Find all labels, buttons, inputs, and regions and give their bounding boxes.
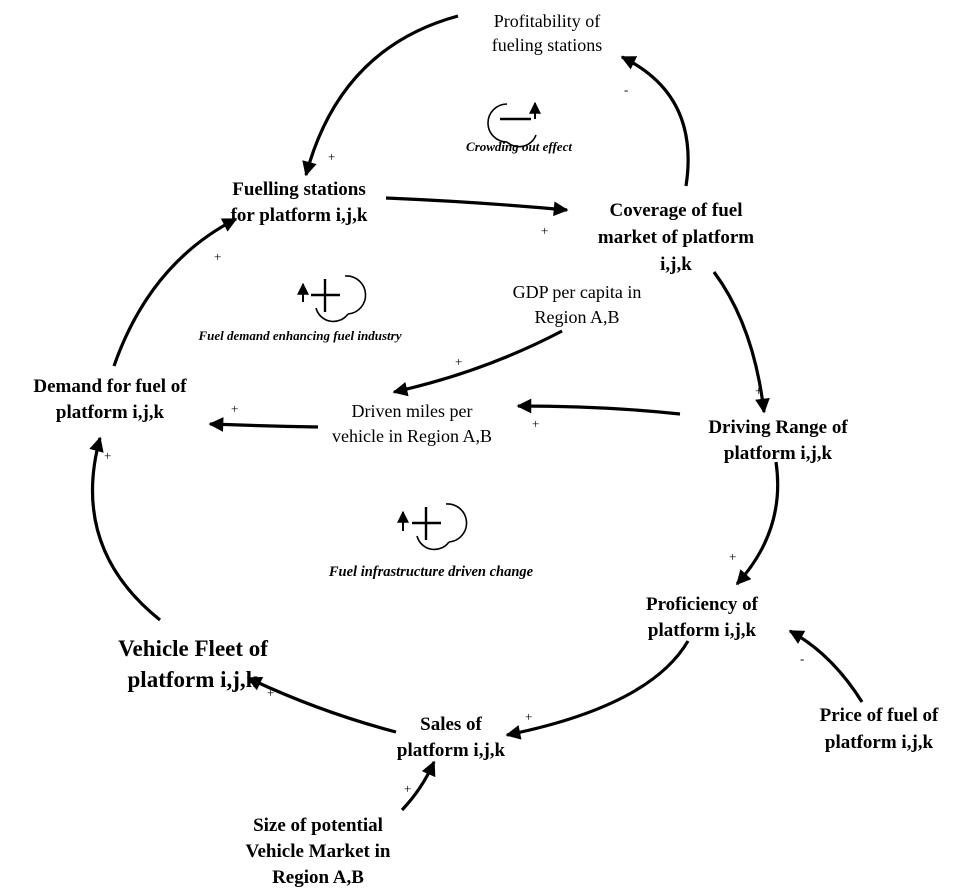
node-gdp: GDP per capita in Region A,B — [513, 282, 642, 327]
node-price-line-1: Price of fuel of — [820, 705, 939, 726]
causal-links — [89, 14, 864, 812]
node-coverage-line-2: market of platform — [598, 227, 754, 248]
link-fleet-to-demand — [89, 436, 162, 622]
sign-miles-to-demand: + — [231, 401, 238, 416]
node-gdp-line-1: GDP per capita in — [513, 282, 642, 302]
link-demand-to-stations — [112, 217, 238, 367]
sign-market-to-sales: + — [404, 781, 411, 796]
node-price-line-2: platform i,j,k — [825, 732, 934, 753]
negative-loop-icon — [487, 101, 541, 148]
sign-coverage-to-range: + — [755, 383, 762, 398]
node-coverage: Coverage of fuel market of platform i,j,… — [598, 200, 754, 275]
sign-fleet-to-demand: + — [104, 448, 111, 463]
link-price-to-proficiency — [788, 629, 864, 703]
link-stations-to-coverage — [385, 196, 569, 217]
node-sales-line-2: platform i,j,k — [397, 740, 506, 761]
sign-price-to-proficiency: - — [800, 651, 804, 666]
sign-sales-to-fleet: + — [267, 685, 274, 700]
sign-stations-to-coverage: + — [541, 223, 548, 238]
sign-demand-to-stations: + — [214, 249, 221, 264]
link-gdp-to-miles — [392, 329, 563, 397]
node-demand-line-2: platform i,j,k — [56, 402, 165, 423]
node-market-size: Size of potential Vehicle Market in Regi… — [246, 815, 391, 888]
link-range-to-proficiency — [735, 461, 780, 586]
node-driven-miles-line-2: vehicle in Region A,B — [332, 426, 492, 446]
link-proficiency-to-sales — [505, 640, 690, 740]
node-sales: Sales of platform i,j,k — [397, 714, 506, 761]
node-demand-line-1: Demand for fuel of — [33, 376, 187, 397]
link-sales-to-fleet — [246, 676, 397, 734]
sign-proficiency-to-sales: + — [525, 709, 532, 724]
link-profitability-to-stations — [302, 14, 459, 177]
link-range-to-miles — [516, 398, 681, 416]
link-market-to-sales — [400, 760, 436, 812]
node-profitability-line-2: fueling stations — [492, 35, 603, 55]
node-profitability: Profitability of fueling stations — [492, 11, 603, 55]
node-proficiency: Proficiency of platform i,j,k — [646, 594, 759, 641]
loop-fuel-demand: Fuel demand enhancing fuel industry — [198, 275, 402, 343]
loop-label-infrastructure: Fuel infrastructure driven change — [328, 564, 534, 580]
sign-profitability-to-stations: + — [328, 149, 335, 164]
node-coverage-line-3: i,j,k — [660, 254, 692, 275]
link-miles-to-demand — [208, 417, 319, 432]
link-coverage-to-range — [712, 271, 770, 414]
node-vehicle-fleet-line-1: Vehicle Fleet of — [118, 636, 268, 661]
loop-crowding-out: Crowding out effect — [466, 101, 572, 154]
sign-range-to-miles: + — [532, 416, 539, 431]
node-market-size-line-3: Region A,B — [272, 867, 364, 888]
positive-loop-icon — [397, 503, 468, 551]
node-profitability-line-1: Profitability of — [494, 11, 601, 31]
link-coverage-to-profitability — [620, 55, 690, 187]
node-driven-miles-line-1: Driven miles per — [352, 401, 473, 421]
node-market-size-line-2: Vehicle Market in — [246, 841, 391, 862]
sign-gdp-to-miles: + — [455, 354, 462, 369]
node-coverage-line-1: Coverage of fuel — [610, 200, 743, 221]
sign-range-to-proficiency: + — [729, 549, 736, 564]
node-vehicle-fleet-line-2: platform i,j,k — [128, 667, 259, 692]
node-fuelling-stations-line-1: Fuelling stations — [232, 179, 366, 200]
node-market-size-line-1: Size of potential — [253, 815, 383, 836]
positive-loop-icon — [297, 275, 367, 323]
loop-label-crowding-out: Crowding out effect — [466, 139, 572, 154]
loop-label-fuel-demand: Fuel demand enhancing fuel industry — [198, 328, 402, 343]
node-driven-miles: Driven miles per vehicle in Region A,B — [332, 401, 492, 446]
node-driving-range-line-2: platform i,j,k — [724, 443, 833, 464]
node-proficiency-line-1: Proficiency of — [646, 594, 759, 615]
link-polarity-signs: - + + + + + + + + + - + + + — [104, 82, 804, 796]
node-price: Price of fuel of platform i,j,k — [820, 705, 939, 753]
node-gdp-line-2: Region A,B — [534, 307, 619, 327]
node-driving-range-line-1: Driving Range of — [708, 417, 848, 438]
node-proficiency-line-2: platform i,j,k — [648, 620, 757, 641]
sign-coverage-to-profitability: - — [624, 82, 628, 97]
node-driving-range: Driving Range of platform i,j,k — [708, 417, 848, 464]
node-fuelling-stations: Fuelling stations for platform i,j,k — [231, 179, 368, 226]
node-sales-line-1: Sales of — [420, 714, 482, 735]
node-vehicle-fleet: Vehicle Fleet of platform i,j,k — [118, 636, 268, 692]
node-fuelling-stations-line-2: for platform i,j,k — [231, 205, 368, 226]
loop-fuel-infrastructure: Fuel infrastructure driven change — [328, 503, 534, 580]
node-demand: Demand for fuel of platform i,j,k — [33, 376, 187, 423]
